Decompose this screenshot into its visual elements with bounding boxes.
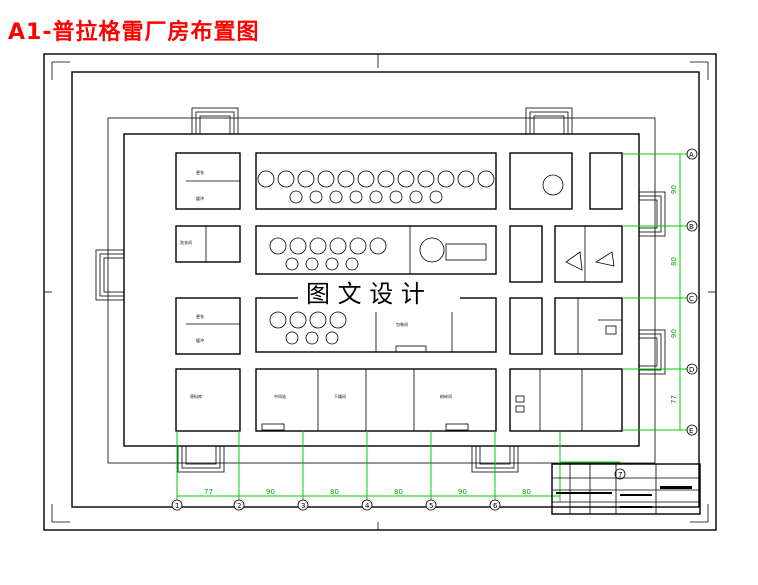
- dimension-horizontal: 77 90 80 80 90 80: [176, 431, 620, 502]
- label-r1b: 缓冲: [196, 195, 204, 201]
- label-r3b: 缓冲: [196, 337, 204, 343]
- drawing-title: A1-普拉格雷厂房布置图: [8, 20, 260, 45]
- road-outer: [107, 117, 656, 464]
- dimension-vertical: 90 80 90 77: [622, 153, 688, 431]
- room-block-process-4: [255, 368, 497, 432]
- room-block-r3a: [175, 297, 241, 355]
- label-r7: 干燥间: [334, 393, 346, 399]
- axis-col-3: 3: [301, 502, 305, 510]
- label-r1a: 更衣: [196, 169, 204, 175]
- gate-west: [95, 249, 125, 301]
- label-r5: 包装间: [396, 321, 408, 327]
- dim-h-1: 77: [204, 488, 213, 496]
- room-block-r1c: [509, 152, 573, 210]
- dim-h-6: 80: [522, 488, 531, 496]
- axis-row-markers: A B C D E: [686, 148, 698, 436]
- dim-v-1: 90: [670, 185, 678, 194]
- dim-h-4: 80: [394, 488, 403, 496]
- room-block-r4a: [175, 368, 241, 432]
- gate-south-left: [177, 445, 225, 473]
- label-r3a: 更衣: [196, 313, 204, 319]
- label-r4a: 原料库: [190, 393, 202, 399]
- axis-row-e: E: [689, 427, 693, 435]
- gate-north-right: [525, 107, 573, 135]
- gate-north-left: [191, 107, 239, 135]
- label-r6: 中间站: [274, 393, 286, 399]
- axis-col-6: 6: [493, 502, 498, 510]
- tank-row-1: [257, 170, 495, 204]
- dim-h-5: 90: [458, 488, 467, 496]
- axis-col-2: 2: [237, 502, 241, 510]
- dim-h-2: 90: [266, 488, 275, 496]
- axis-row-a: A: [689, 151, 694, 159]
- axis-col-5: 5: [429, 502, 433, 510]
- axis-row-b: B: [689, 223, 694, 231]
- room-block-r3d: [554, 297, 623, 355]
- room-block-r2a: [175, 225, 241, 263]
- room-block-r1d: [589, 152, 623, 210]
- room-block-process-1: [255, 152, 497, 210]
- watermark-text: 图 文 设 计: [306, 280, 425, 308]
- axis-row-c: C: [689, 295, 694, 303]
- room-block-process-2: [255, 225, 497, 275]
- axis-col-7: 7: [618, 471, 622, 479]
- dim-h-3: 80: [330, 488, 339, 496]
- label-r2a: 洗衣间: [180, 239, 192, 245]
- title-block: [551, 463, 701, 515]
- axis-col-4: 4: [365, 502, 370, 510]
- dim-v-4: 77: [670, 395, 678, 404]
- gate-east-bottom: [638, 329, 666, 375]
- tank-row-3: [269, 311, 347, 345]
- axis-col-markers: 1 2 3 4 5 6 7: [171, 468, 626, 511]
- room-block-r2c: [509, 225, 543, 283]
- site-boundary: [71, 71, 700, 508]
- axis-col-1: 1: [175, 502, 179, 510]
- dim-v-3: 90: [670, 329, 678, 338]
- tank-row-2: [269, 237, 445, 271]
- axis-row-d: D: [689, 366, 694, 374]
- room-block-r4c: [509, 368, 623, 432]
- room-block-r3c: [509, 297, 543, 355]
- label-r8: 粉碎间: [440, 393, 452, 399]
- dim-v-2: 80: [670, 257, 678, 266]
- gate-east-top: [638, 191, 666, 237]
- room-block-r2d: [554, 225, 623, 283]
